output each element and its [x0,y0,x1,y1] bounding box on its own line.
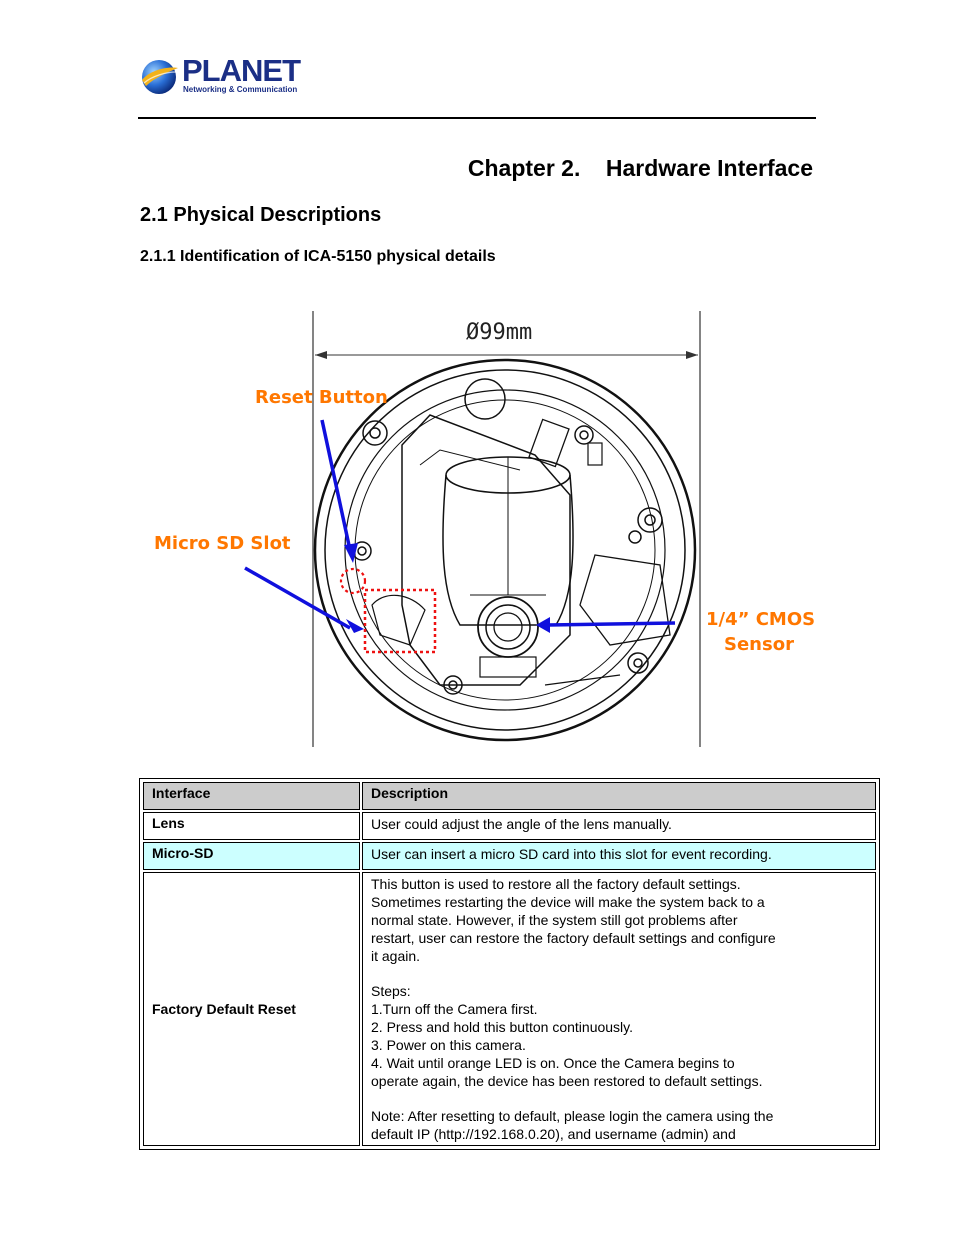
microsd-slot-callout: Micro SD Slot [154,533,291,554]
row-description: User could adjust the angle of the lens … [362,812,876,840]
brand-tagline: Networking & Communication [183,85,298,94]
table-row: Lens User could adjust the angle of the … [143,812,876,840]
interface-table: Interface Description Lens User could ad… [139,778,880,1150]
row-description: This button is used to restore all the f… [362,872,876,1146]
reset-button-callout: Reset Button [255,387,388,408]
planet-logo: PLANET Networking & Communication [138,53,301,98]
header-interface: Interface [143,782,360,810]
sensor-callout-line1: 1/4” CMOS [706,609,815,630]
camera-diagram: Ø99mm Reset Button Micro SD Slot 1/4” CM… [154,311,815,747]
header-description: Description [362,782,876,810]
row-interface-name: Factory Default Reset [143,872,360,1146]
dimension-label: Ø99mm [466,320,532,345]
sensor-callout-line2: Sensor [724,634,794,655]
section-heading: 2.1 Physical Descriptions [140,204,382,226]
table-header-row: Interface Description [143,782,876,810]
row-interface-name: Micro-SD [143,842,360,870]
row-description: User can insert a micro SD card into thi… [362,842,876,870]
subsection-heading: 2.1.1 Identification of ICA-5150 physica… [140,248,496,265]
chapter-title: Chapter 2. Hardware Interface [467,155,813,181]
brand-name: PLANET [182,53,301,88]
globe-icon [142,60,178,94]
header-divider [138,117,816,119]
row-interface-name: Lens [143,812,360,840]
table-row: Factory Default Reset This button is use… [143,872,876,1146]
table-row: Micro-SD User can insert a micro SD card… [143,842,876,870]
